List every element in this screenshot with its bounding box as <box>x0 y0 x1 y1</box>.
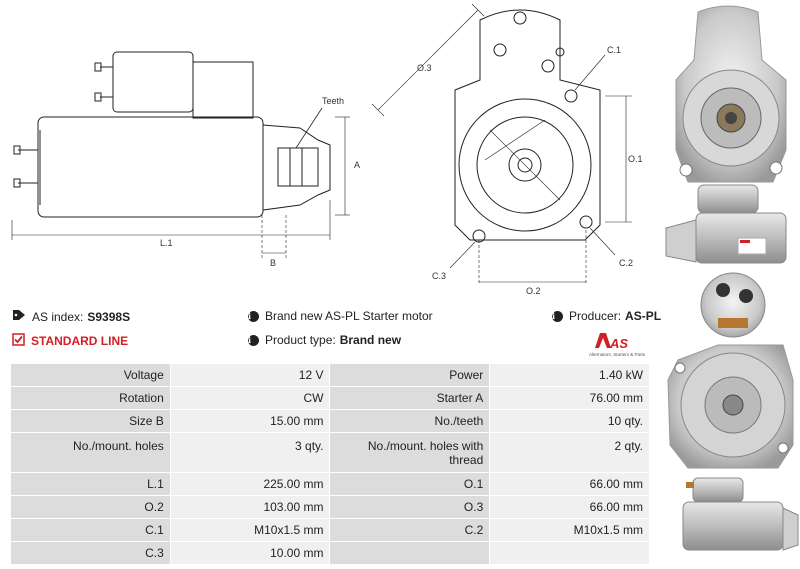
table-row: Voltage 12 V Power 1.40 kW <box>10 363 650 387</box>
label-l1: L.1 <box>160 238 173 248</box>
spec-value: 2 qty. <box>489 432 650 473</box>
label-c3: C.3 <box>432 271 446 281</box>
table-row: O.2 103.00 mm O.3 66.00 mm <box>10 495 650 519</box>
spec-key: No./teeth <box>329 409 491 433</box>
producer-row: i Producer: AS-PL <box>552 309 661 323</box>
table-row: L.1 225.00 mm O.1 66.00 mm <box>10 472 650 496</box>
product-info: AS index: S9398S STANDARD LINE i Brand n… <box>12 307 661 357</box>
product-description: Brand new AS-PL Starter motor <box>265 309 433 323</box>
label-o2: O.2 <box>526 286 541 296</box>
producer-value: AS-PL <box>625 309 662 323</box>
product-photos <box>658 0 800 569</box>
spec-key: C.1 <box>10 518 171 542</box>
spec-value: 76.00 mm <box>489 386 650 410</box>
drive-end-housing <box>262 124 331 211</box>
spec-value: 12 V <box>169 363 331 387</box>
label-b: B <box>270 258 276 268</box>
photo-side-view <box>665 184 787 264</box>
spec-key: Starter A <box>329 386 491 410</box>
product-type-label: Product type: <box>265 333 336 347</box>
spec-key: L.1 <box>10 472 171 496</box>
info-icon: i <box>248 310 259 322</box>
description-row: i Brand new AS-PL Starter motor <box>248 309 433 323</box>
label-c1: C.1 <box>607 45 621 55</box>
spec-key: O.2 <box>10 495 171 519</box>
spec-key: C.2 <box>329 518 491 542</box>
solenoid-housing <box>192 61 254 119</box>
spec-key: Size B <box>10 409 171 433</box>
spec-key: O.3 <box>329 495 491 519</box>
hole-c1 <box>564 89 578 103</box>
logo-tagline: Alternators, Starters & Parts <box>589 352 646 357</box>
as-pl-logo: AS Alternators, Starters & Parts <box>582 332 652 358</box>
spec-value: 10.00 mm <box>169 541 331 565</box>
product-type-value: Brand new <box>339 333 402 347</box>
logo-text: AS <box>609 336 628 351</box>
info-icon: i <box>248 334 259 346</box>
table-row: Rotation CW Starter A 76.00 mm <box>10 386 650 410</box>
photo-rear-view <box>700 272 766 338</box>
label-o3: O.3 <box>417 63 432 73</box>
technical-drawing: Teeth A L.1 B O.3 C.1 O.1 C.3 C.2 O.2 <box>0 0 655 300</box>
spec-value: CW <box>169 386 331 410</box>
product-type-row: i Product type: Brand new <box>248 333 401 347</box>
spec-value: 3 qty. <box>169 432 331 473</box>
spec-key: Power <box>329 363 491 387</box>
spec-value: M10x1.5 mm <box>169 518 331 542</box>
standard-line-row: STANDARD LINE <box>12 333 128 349</box>
spec-value: 10 qty. <box>489 409 650 433</box>
starter-front-view <box>454 9 601 243</box>
table-row: C.1 M10x1.5 mm C.2 M10x1.5 mm <box>10 518 650 542</box>
photo-flange-large <box>667 344 794 469</box>
spec-value: 66.00 mm <box>489 495 650 519</box>
table-row: C.3 10.00 mm <box>10 541 650 565</box>
as-index-value: S9398S <box>87 309 131 324</box>
table-row: No./mount. holes 3 qty. No./mount. holes… <box>10 432 650 473</box>
spec-value: 103.00 mm <box>169 495 331 519</box>
spec-key: O.1 <box>329 472 491 496</box>
hole-c2 <box>579 215 593 229</box>
spec-key: No./mount. holes with thread <box>329 432 491 473</box>
spec-key: Rotation <box>10 386 171 410</box>
checkbox-icon <box>12 333 25 349</box>
photo-side-view-2 <box>682 477 799 551</box>
standard-line-label: STANDARD LINE <box>31 334 129 348</box>
as-index-row: AS index: S9398S <box>12 309 130 324</box>
starter-body-side-view <box>37 116 264 218</box>
spec-value: 225.00 mm <box>169 472 331 496</box>
solenoid-outline <box>112 51 194 113</box>
spec-value: 66.00 mm <box>489 472 650 496</box>
spec-key: C.3 <box>10 541 171 565</box>
spec-value: 1.40 kW <box>489 363 650 387</box>
label-teeth: Teeth <box>322 96 344 106</box>
info-icon: i <box>552 310 563 322</box>
producer-label: Producer: <box>569 309 622 323</box>
spec-key: Voltage <box>10 363 171 387</box>
spec-key: No./mount. holes <box>10 432 171 473</box>
tag-icon <box>12 309 26 324</box>
label-o1: O.1 <box>628 154 643 164</box>
photo-front-flange <box>675 5 787 183</box>
label-c2: C.2 <box>619 258 633 268</box>
table-row: Size B 15.00 mm No./teeth 10 qty. <box>10 409 650 433</box>
pinion-gear <box>277 147 319 187</box>
spec-key <box>329 541 491 565</box>
spec-value: 15.00 mm <box>169 409 331 433</box>
as-index-label: AS index: <box>32 309 84 324</box>
spec-table: Voltage 12 V Power 1.40 kW Rotation CW S… <box>10 363 650 565</box>
spec-value: M10x1.5 mm <box>489 518 650 542</box>
spec-value <box>489 541 650 565</box>
label-a: A <box>354 160 360 170</box>
